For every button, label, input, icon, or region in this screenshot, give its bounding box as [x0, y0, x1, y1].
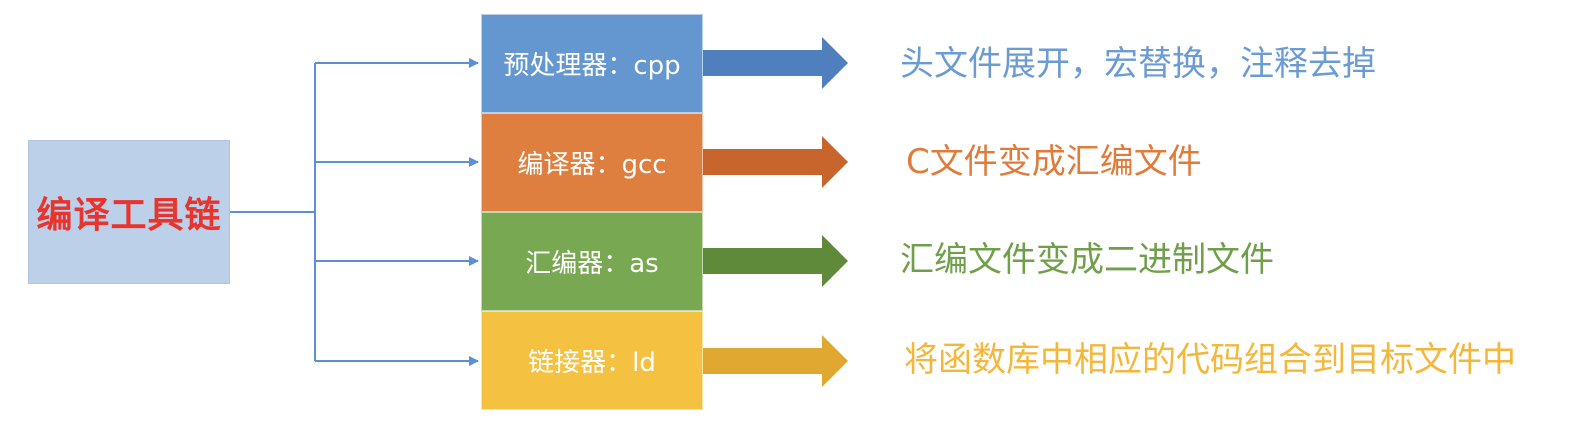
stage-label: 汇编器：as: [525, 249, 659, 279]
block-arrow-linker: [703, 335, 848, 387]
stage-label: 编译器：gcc: [517, 150, 667, 180]
stage-label: 预处理器：cpp: [503, 51, 681, 81]
block-arrow-assembler: [703, 235, 848, 287]
root-label: 编译工具链: [36, 195, 222, 236]
root-node: 编译工具链: [28, 140, 230, 284]
block-arrow-compiler: [703, 136, 848, 188]
stage-compiler: 编译器：gcc: [481, 113, 703, 212]
description-preprocessor: 头文件展开，宏替换，注释去掉: [900, 44, 1376, 84]
stage-assembler: 汇编器：as: [481, 212, 703, 311]
stage-label: 链接器：ld: [528, 348, 656, 378]
description-linker: 将函数库中相应的代码组合到目标文件中: [904, 340, 1516, 380]
stage-preprocessor: 预处理器：cpp: [481, 14, 703, 113]
block-arrow-preprocessor: [703, 37, 848, 89]
description-assembler: 汇编文件变成二进制文件: [900, 240, 1274, 280]
stage-linker: 链接器：ld: [481, 311, 703, 410]
description-compiler: C文件变成汇编文件: [906, 142, 1202, 182]
